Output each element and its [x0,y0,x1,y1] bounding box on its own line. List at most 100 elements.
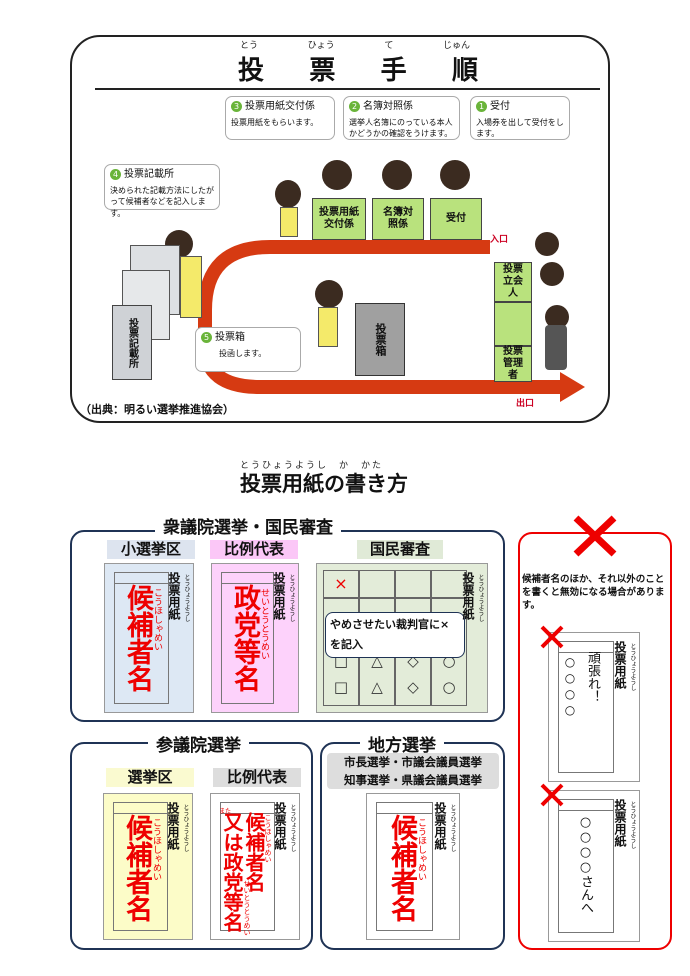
manager-desk: 投票管理者 [494,346,532,382]
party-ruby: せいとうとうめい [243,880,251,936]
voter-body [280,207,298,237]
invalid-example-2: ○○○○さんへ 投票用紙 とうひょうようし [548,790,640,942]
ballot-paper-ruby: とうひょうようし [288,574,295,622]
step-name: 受付 [490,101,510,112]
ballot-paper-ruby: とうひょうようし [449,804,456,852]
step-number: 4 [110,169,121,180]
desk-middle [494,302,532,346]
ballot-text-ruby: こうほしゃめい [264,814,272,863]
ballot-text: 候補者名 [122,584,153,692]
symbol-row: □ △ ◇ ○ [323,678,467,696]
single-district-label: 小選挙区 [107,540,195,559]
title-ruby: とう ひょう て じゅん [240,38,470,51]
example-text: ○○○○さんへ [578,815,593,914]
ballot-paper-label: 投票用紙 [167,572,181,620]
ballot-write-area [114,572,169,704]
review-ballot: × □ △ ◇ ○ □ △ ◇ ○ やめさせたい裁判官に×を記入 投票用紙 とう… [316,563,488,713]
title-char: 投 [238,56,265,86]
single-district-ballot: 候補者名 こうほしゃめい 投票用紙 とうひょうようし [104,563,194,713]
entrance-label: 入口 [490,235,509,245]
desk-label: 受付 [446,213,466,224]
ballot-write-area [220,802,275,931]
step-name: 名簿対照係 [363,101,413,112]
booth-label: 投票記載所 [126,317,138,368]
ballot-paper-ruby: とうひょうようし [183,574,190,622]
ballot-box-label: 投票箱 [374,323,387,356]
voter-body [180,256,202,318]
ballot-text-ruby: こうほしゃめい [416,818,426,881]
title-char: 手 [380,56,407,86]
pr-ballot: 政党等名 せいとうとうめい 投票用紙 とうひょうようし [211,563,299,713]
invalid-note: 候補者名のほか、それ以外のことを書くと無効になる場合があります。 [522,574,665,611]
staff-person-icon [382,160,412,190]
x-icon [540,625,564,649]
howto-title: 投票用紙の書き方 [240,472,408,496]
staff-person-icon [440,160,470,190]
ballot-paper-label: 投票用紙 [273,802,287,850]
desk-issue: 投票用紙交付係 [312,198,366,240]
ballot-paper-ruby: とうひょうようし [629,643,636,691]
ballot-text: 政党等名 [229,584,260,692]
desk-label: 名簿対照係 [383,207,413,230]
sangiin-pr-ballot: 候補者名 こうほしゃめい 又は政党等名 また せいとうとうめい 投票用紙 とうひ… [210,793,300,940]
local-election-types: 市長選挙・市議会議員選挙 知事選挙・県議会議員選挙 [327,753,499,789]
desk-label: 投票用紙交付係 [319,207,359,230]
shugiin-title: 衆議院選挙・国民審査 [155,513,341,538]
step-desc: 決められた記載方法にしたがって候補者などを記入します。 [110,185,214,218]
invalid-example-1: ○○○○ 頑張れ！ 投票用紙 とうひょうようし [548,632,640,782]
step-desc: 投票用紙をもらいます。 [231,117,319,127]
desk-register: 名簿対照係 [372,198,424,240]
ballot-box: 投票箱 [355,303,405,376]
ballot-write-area [113,802,168,931]
ruby: じゅん [442,41,470,51]
diamond-symbol: ◇ [407,652,419,670]
step-name: 投票用紙交付係 [245,101,315,112]
voter-icon [275,180,301,208]
review-mark-cell: × [323,570,359,598]
ruby: ひょう [307,41,335,51]
step-number: 2 [349,101,360,112]
title-char: 票 [309,56,336,86]
grid-cell [431,570,467,598]
mata: 又は [220,812,244,852]
triangle-symbol: △ [371,652,383,670]
manager-label: 投票管理者 [503,346,523,381]
local-line-2: 知事選挙・県議会議員選挙 [344,773,482,787]
x-mark: × [334,574,348,593]
ballot-paper-label: 投票用紙 [272,572,286,620]
witness-desk: 投票立会人 [494,262,532,302]
square-symbol: □ [333,678,349,696]
ballot-text: 候補者名 [242,812,266,892]
title-underline [95,88,600,90]
circle-symbol: ○ [442,678,456,696]
ballot-write-area [558,799,614,933]
pr-label: 比例代表 [210,540,298,559]
review-label: 国民審査 [357,540,443,559]
local-ballot: 候補者名 こうほしゃめい 投票用紙 とうひょうようし [366,793,460,940]
local-line-1: 市長選挙・市議会議員選挙 [344,755,482,769]
ballot-write-area [376,802,434,931]
grid-cell [395,570,431,598]
title-char: 順 [451,56,478,86]
procedure-title: 投 票 手 順 [238,50,478,87]
ballot-paper-ruby: とうひょうようし [629,801,636,849]
example-name: ○○○○ [563,655,577,719]
ballot-paper-ruby: とうひょうようし [182,804,189,852]
step-number: 1 [476,101,487,112]
step-name: 投票箱 [215,332,245,343]
ballot-text-ruby: せいとうとうめい [259,588,269,660]
district-label: 選挙区 [106,768,194,787]
party-name: 政党等名 [220,852,244,932]
sangiin-pr-label: 比例代表 [213,768,301,787]
diamond-symbol: ◇ [407,678,419,696]
voter-body [318,307,338,347]
ballot-paper-label: 投票用紙 [613,799,627,847]
source-credit: （出典：明るい選挙推進協会） [80,403,234,416]
x-icon [540,783,564,807]
review-note: やめさせたい裁判官に×を記入 [330,618,450,651]
howto-title-ruby: とうひょうようし か かた [240,461,384,471]
ballot-paper-label: 投票用紙 [433,802,447,850]
